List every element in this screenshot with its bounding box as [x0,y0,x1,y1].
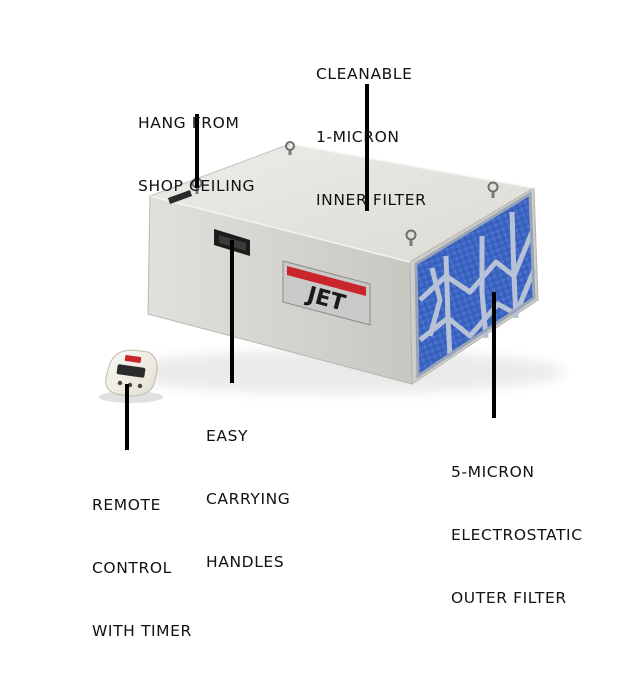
leader-line-outer-filter [492,292,496,418]
leader-line-handles [230,240,234,383]
filter-grid [418,211,537,359]
callout-line: REMOTE [92,496,161,514]
callout-line: CARRYING [206,490,291,508]
power-switch-box [168,190,192,204]
callout-hang: HANG FROM SHOP CEILING [138,71,255,239]
callout-line: CONTROL [92,559,172,577]
remote-control [99,349,163,403]
callout-remote: REMOTE CONTROL WITH TIMER [92,453,192,684]
callout-line: ELECTROSTATIC [451,526,583,544]
callout-line: 1-MICRON [316,128,400,146]
product-diagram: JET CLEANABLE 1-MICRON INNER FILTER HANG… [92,22,582,640]
jet-logo-plate: JET [282,260,371,326]
callout-line: 5-MICRON [451,463,535,481]
callout-line: WITH TIMER [92,622,192,640]
callout-line: SHOP CEILING [138,177,256,195]
callout-line: CLEANABLE [316,65,413,83]
leader-line-remote [125,384,129,450]
callout-inner-filter: CLEANABLE 1-MICRON INNER FILTER [316,22,426,253]
callout-handles: EASY CARRYING HANDLES [206,384,290,615]
leader-line-hang [195,114,199,188]
callout-line: INNER FILTER [316,191,427,209]
callout-line: OUTER FILTER [451,589,567,607]
callout-line: HANG FROM [138,114,240,132]
callout-line: HANDLES [206,553,285,571]
air-filtration-unit-illustration: JET [99,141,565,403]
leader-line-inner-filter [365,84,369,211]
callout-line: EASY [206,427,249,445]
callout-outer-filter: 5-MICRON ELECTROSTATIC OUTER FILTER [451,420,583,651]
